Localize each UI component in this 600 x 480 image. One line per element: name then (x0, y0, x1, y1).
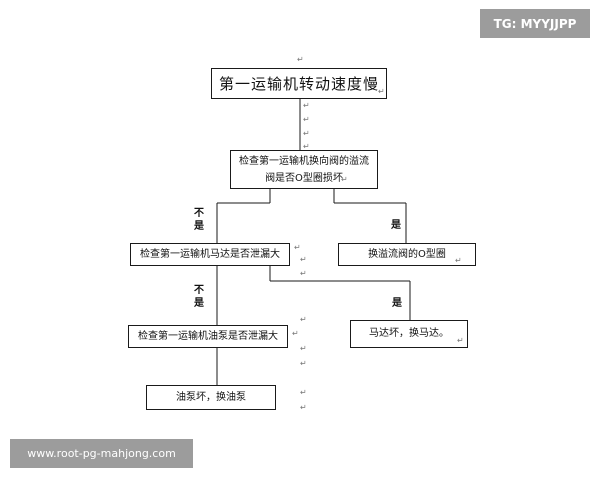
watermark-top-text: TG: MYYJJPP (493, 16, 577, 31)
paragraph-mark: ↵ (303, 129, 310, 138)
node-replace-motor-text: 马达坏，换马达。 (369, 328, 449, 339)
paragraph-mark: ↵ (303, 115, 310, 124)
label-yes-valve-text: 是 (391, 220, 401, 231)
paragraph-mark: ↵ (300, 388, 307, 397)
paragraph-mark: ↵ (297, 55, 304, 64)
paragraph-mark: ↵ (300, 269, 307, 278)
node-check-valve-text: 检查第一运输机换向阀的溢流阀是否O型圈损坏 (239, 155, 369, 184)
node-check-motor-text: 检查第一运输机马达是否泄漏大 (140, 248, 280, 260)
watermark-bottom-text: www.root-pg-mahjong.com (27, 447, 176, 460)
node-replace-pump-text: 油泵坏，换油泵 (176, 391, 246, 403)
paragraph-mark: ↵ (303, 142, 310, 151)
watermark-top-badge: TG: MYYJJPP (480, 9, 590, 38)
paragraph-mark: ↵ (300, 359, 307, 368)
label-yes-motor-text: 是 (392, 298, 402, 309)
label-no-motor: 不是 (193, 284, 205, 310)
label-no-valve-text: 不是 (194, 208, 204, 232)
paragraph-mark: ↵ (455, 256, 462, 265)
node-replace-motor: 马达坏，换马达。 (350, 320, 468, 348)
paragraph-mark: ↵ (341, 175, 348, 184)
watermark-bottom-badge: www.root-pg-mahjong.com (10, 439, 193, 468)
paragraph-mark: ↵ (303, 101, 310, 110)
paragraph-mark: ↵ (378, 87, 385, 96)
paragraph-mark: ↵ (457, 336, 464, 345)
paragraph-mark: ↵ (300, 344, 307, 353)
paragraph-mark: ↵ (294, 243, 301, 252)
node-check-motor: 检查第一运输机马达是否泄漏大 (130, 243, 290, 266)
paragraph-mark: ↵ (300, 403, 307, 412)
node-check-pump: 检查第一运输机油泵是否泄漏大 (128, 325, 288, 348)
node-start: 第一运输机转动速度慢 (211, 68, 387, 99)
label-no-motor-text: 不是 (194, 285, 204, 309)
node-replace-oring-text: 换溢流阀的O型圈 (368, 248, 446, 260)
label-yes-motor: 是 (391, 297, 403, 310)
node-replace-oring: 换溢流阀的O型圈 (338, 243, 476, 266)
label-no-valve: 不是 (193, 207, 205, 233)
node-check-valve: 检查第一运输机换向阀的溢流阀是否O型圈损坏 (230, 150, 378, 189)
node-replace-pump: 油泵坏，换油泵 (146, 385, 276, 410)
node-start-text: 第一运输机转动速度慢 (218, 74, 379, 93)
paragraph-mark: ↵ (292, 329, 299, 338)
paragraph-mark: ↵ (300, 315, 307, 324)
node-check-pump-text: 检查第一运输机油泵是否泄漏大 (138, 330, 278, 342)
label-yes-valve: 是 (390, 219, 402, 232)
paragraph-mark: ↵ (300, 255, 307, 264)
